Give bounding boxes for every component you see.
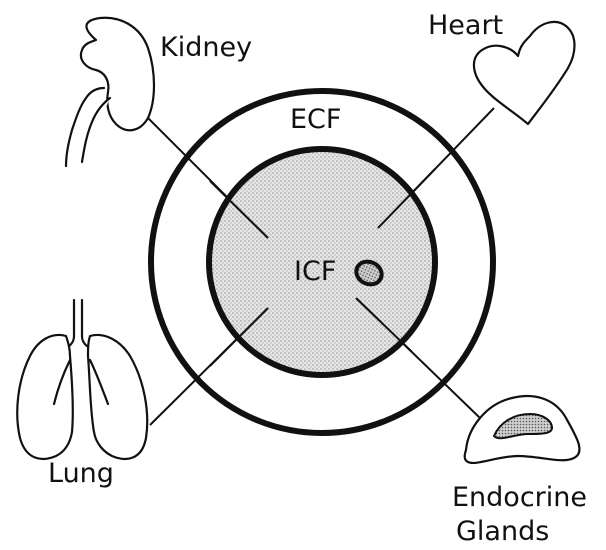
icf-label: ICF bbox=[294, 256, 336, 287]
heart-label: Heart bbox=[428, 10, 503, 41]
ecf-label: ECF bbox=[290, 104, 341, 135]
kidney-label: Kidney bbox=[160, 32, 252, 63]
lung-label: Lung bbox=[48, 458, 114, 489]
endocrine-label-line2: Glands bbox=[456, 516, 549, 547]
endocrine-gland-icon bbox=[465, 396, 580, 463]
endocrine-label-line1: Endocrine bbox=[452, 482, 587, 513]
lung-icon bbox=[17, 300, 147, 459]
kidney-icon bbox=[66, 18, 154, 166]
